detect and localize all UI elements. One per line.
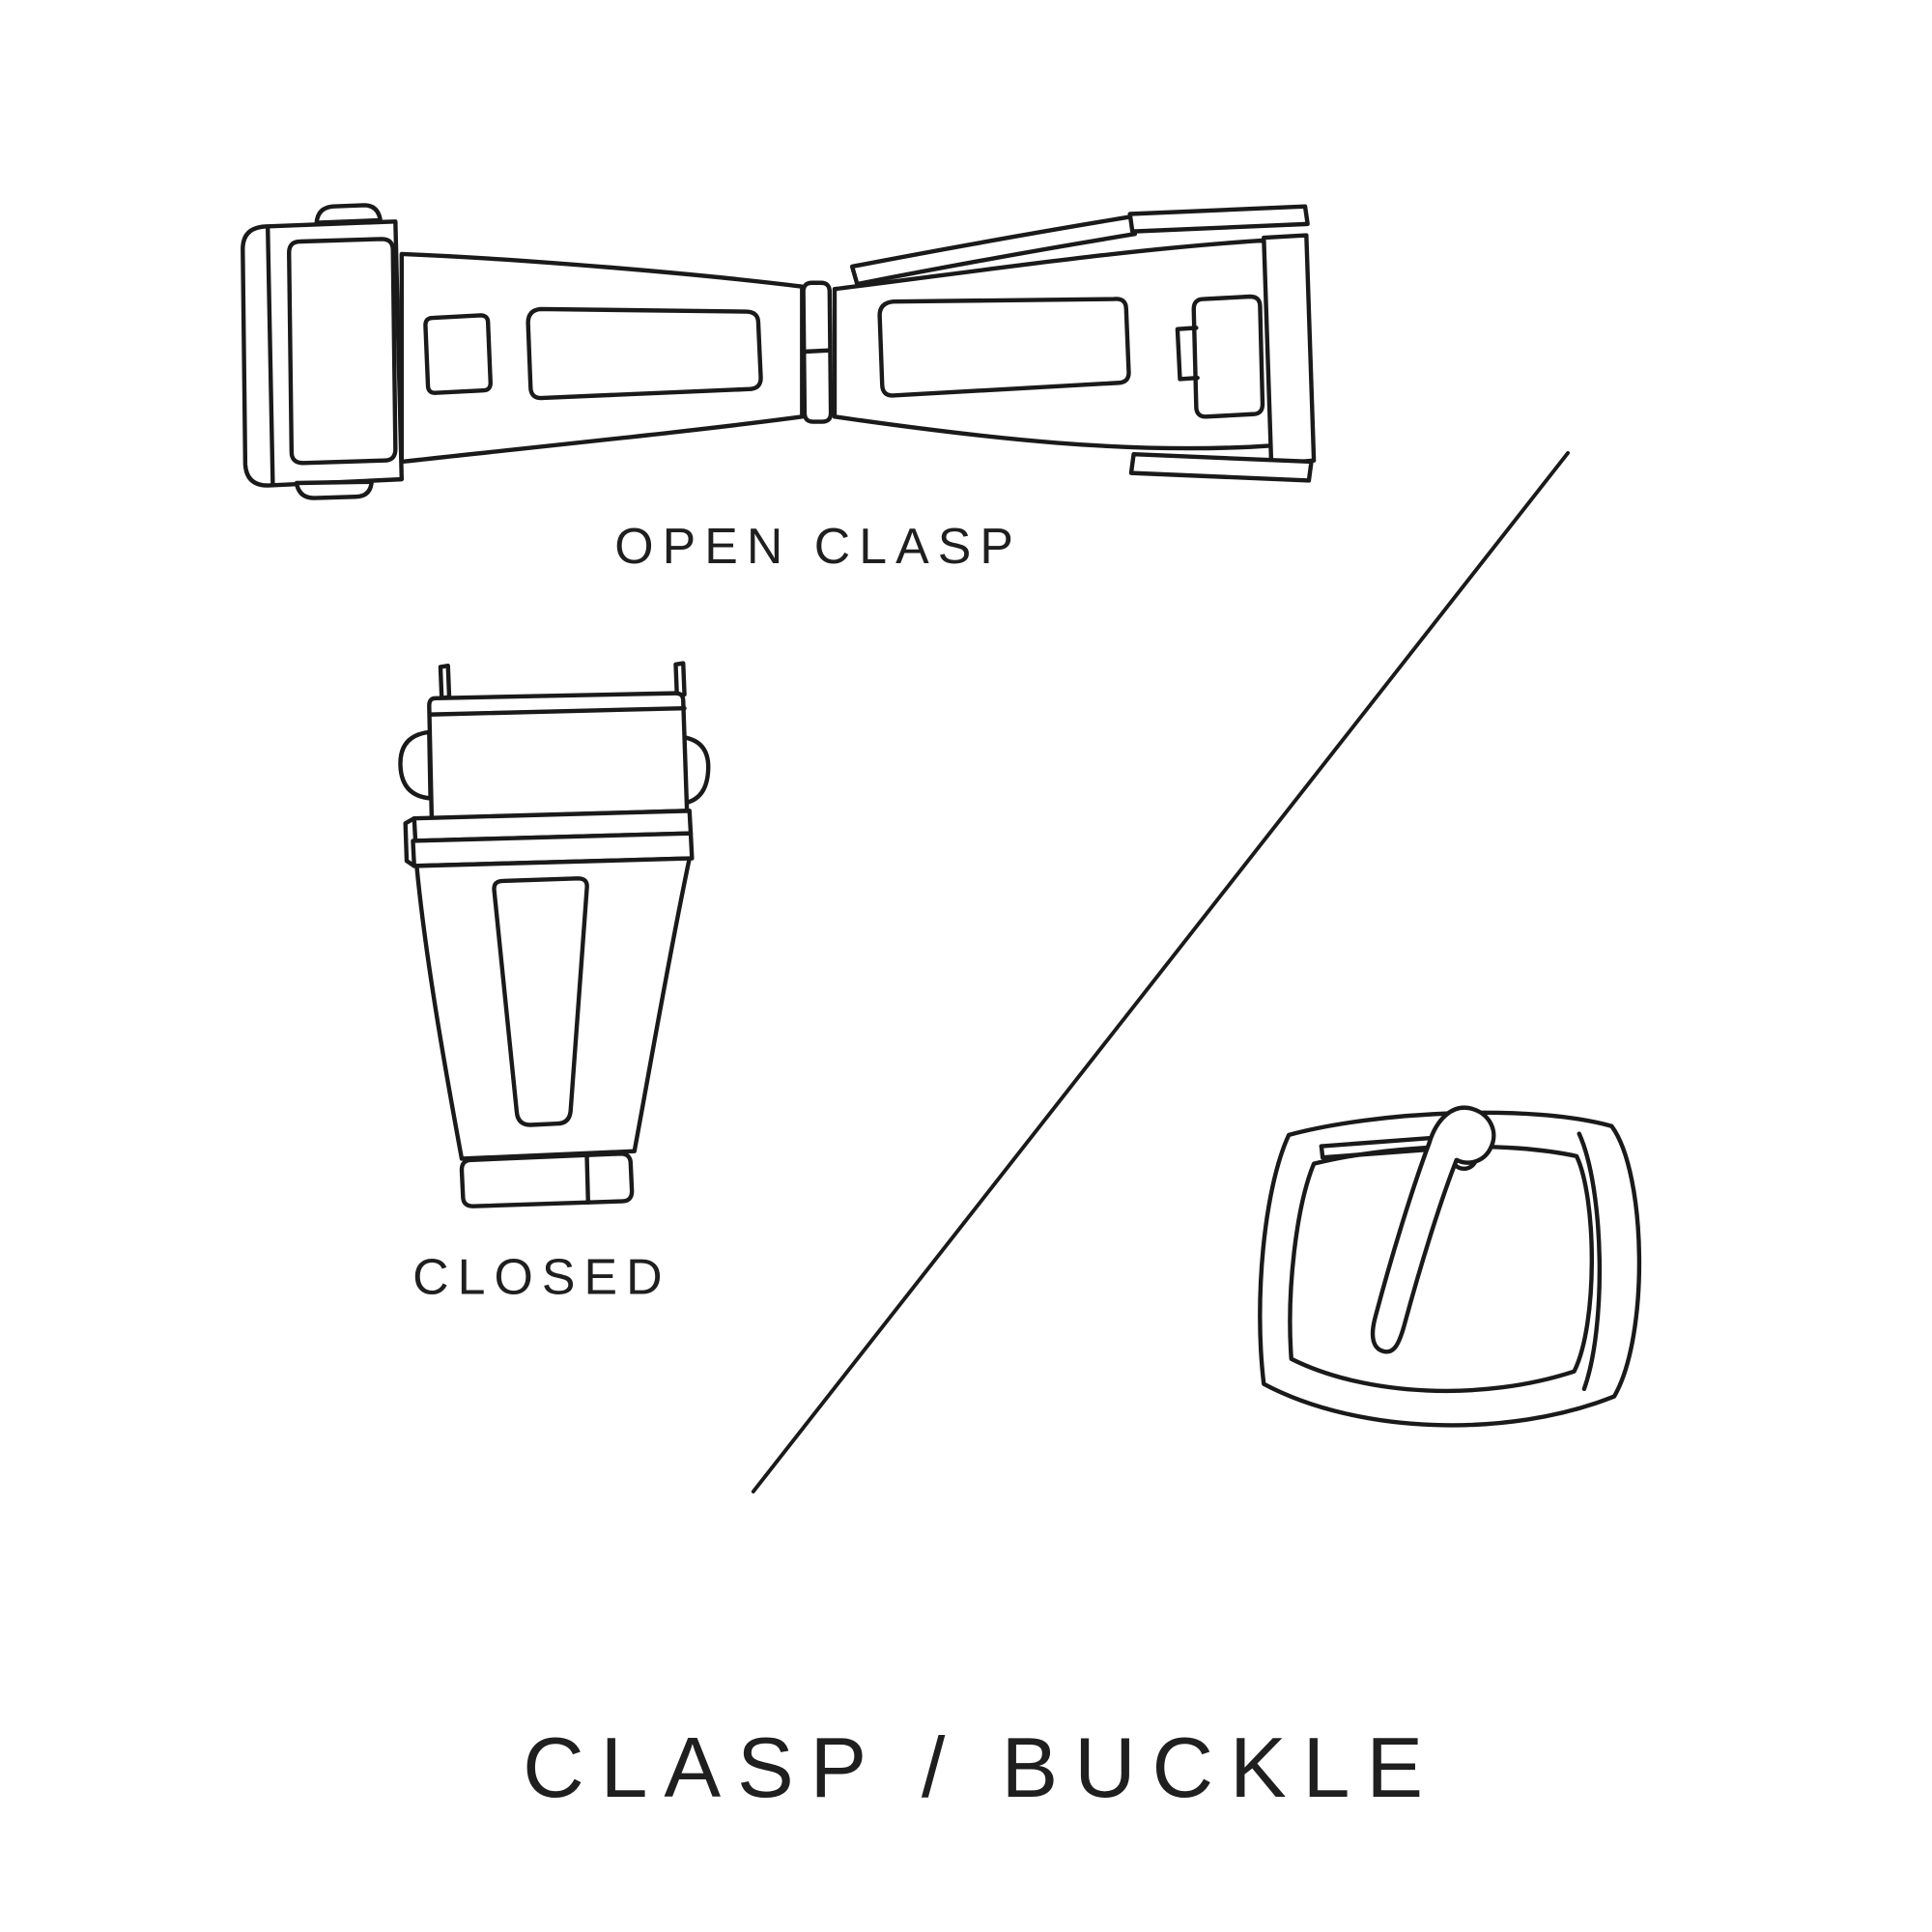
open-clasp-label: OPEN CLASP [614, 518, 1022, 574]
buckle-tang [1370, 1105, 1496, 1354]
open-clasp-left-fold-line [266, 225, 275, 487]
buckle-spring-bar-end [1319, 1144, 1325, 1160]
diagonal-divider-line [751, 450, 1570, 1493]
open-clasp-bottom-tab [294, 479, 374, 500]
buckle-frame-opening [1288, 1144, 1595, 1394]
closed-clasp-band-lower [411, 831, 695, 868]
closed-clasp-right-prong [673, 661, 687, 698]
buckle-spring-bar-top [1319, 1135, 1441, 1149]
closed-clasp-left-prong [438, 663, 452, 700]
open-clasp-hinge-midline [802, 348, 833, 355]
open-clasp-left-window [526, 306, 763, 401]
open-clasp-right-cover-strip [849, 213, 1138, 287]
open-clasp-bottom-right-strip [1128, 452, 1314, 483]
open-clasp-latch-hook [1175, 326, 1200, 382]
closed-clasp-label: CLOSED [412, 1248, 670, 1304]
closed-clasp-top-box-line [429, 705, 687, 717]
closed-clasp-left-ear [398, 729, 433, 801]
open-clasp-top-right-strip [1127, 204, 1310, 234]
closed-clasp-illustration [398, 661, 711, 1208]
buckle-spring-bar-bottom [1320, 1146, 1443, 1160]
open-clasp-right-window [877, 297, 1131, 398]
open-clasp-left-notch [423, 313, 493, 395]
open-clasp-top-tab [314, 203, 383, 225]
closed-clasp-right-ear [679, 734, 711, 806]
closed-clasp-band-bevel [403, 815, 416, 868]
open-clasp-left-endlink-inner [287, 237, 398, 466]
closed-clasp-cap-line [584, 1153, 591, 1206]
open-clasp-illustration [241, 203, 1317, 500]
buckle-right-bar-edge [1577, 1131, 1603, 1392]
buckle-illustration [1258, 1105, 1642, 1428]
closed-clasp-window [492, 876, 589, 1127]
open-clasp-right-plate [1262, 233, 1317, 467]
closed-clasp-bottom-cap [459, 1151, 635, 1208]
page-title: CLASP / BUCKLE [523, 1719, 1439, 1815]
open-clasp-latch [1191, 294, 1265, 419]
